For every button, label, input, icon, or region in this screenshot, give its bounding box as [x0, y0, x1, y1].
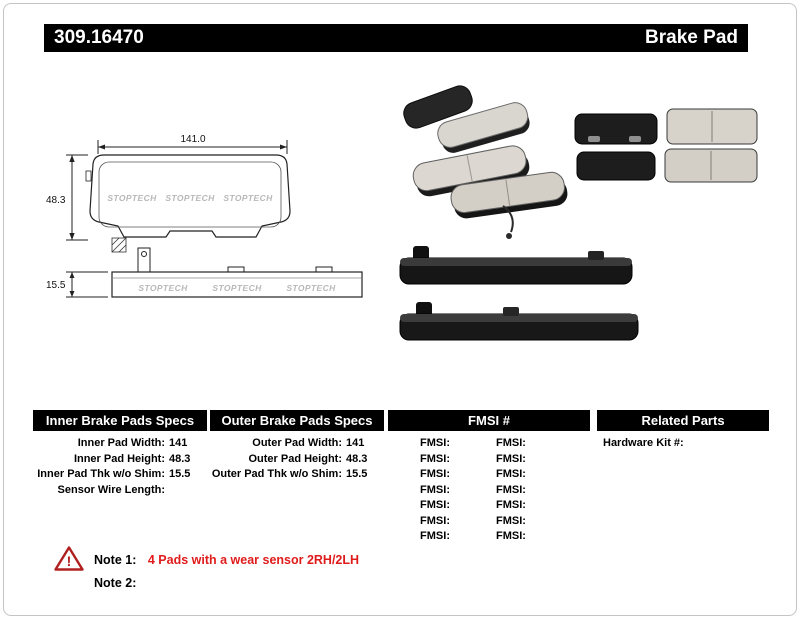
- spec-value: 15.5: [169, 468, 191, 480]
- note-1-text: 4 Pads with a wear sensor 2RH/2LH: [147, 553, 360, 567]
- fmsi-label: FMSI:: [420, 514, 450, 527]
- table-row: FMSI: FMSI:: [388, 498, 590, 514]
- side-view-drawing: STOPTECH STOPTECH STOPTECH: [111, 247, 363, 298]
- arrow-up-icon: [69, 155, 75, 162]
- spec-value: 48.3: [169, 452, 191, 465]
- arrow-right-icon: [280, 144, 287, 150]
- fmsi-label: FMSI:: [496, 514, 526, 527]
- table-row: Sensor Wire Length:: [33, 483, 207, 499]
- warning-triangle-icon: !: [54, 546, 84, 571]
- photo-side-view-pads: [399, 246, 639, 341]
- dim-width-label: 141.0: [180, 134, 205, 145]
- sensor-mount-detail: [111, 237, 127, 253]
- fmsi-label: FMSI:: [420, 452, 450, 465]
- spec-label: Outer Pad Thk w/o Shim:: [211, 468, 342, 480]
- dim-thickness-label: 15.5: [46, 280, 66, 291]
- table-row: FMSI: FMSI:: [388, 529, 590, 545]
- note-1: Note 1: 4 Pads with a wear sensor 2RH/2L…: [94, 553, 359, 567]
- note-2-label: Note 2:: [94, 576, 137, 590]
- spec-value: 15.5: [346, 468, 368, 480]
- table-row: FMSI: FMSI:: [388, 514, 590, 530]
- technical-drawing: 141.0 48.3 STOPTECH STOPTECH STOPTECH: [46, 134, 363, 298]
- fmsi-header: FMSI #: [388, 410, 590, 431]
- brand-logo: STOPTECH: [286, 283, 336, 293]
- fmsi-label: FMSI:: [496, 530, 526, 542]
- photo-flat-pad-set: [574, 108, 758, 183]
- table-row: FMSI: FMSI:: [388, 452, 590, 468]
- inner-specs-header: Inner Brake Pads Specs: [33, 410, 207, 431]
- fmsi-label: FMSI:: [496, 437, 526, 449]
- fmsi-label: FMSI:: [496, 452, 526, 465]
- dim-height: [66, 154, 88, 241]
- fmsi-label: FMSI:: [420, 468, 450, 480]
- spec-label: Outer Pad Height:: [248, 452, 342, 465]
- table-row: Outer Pad Height: 48.3: [210, 452, 384, 468]
- brand-logo: STOPTECH: [165, 193, 215, 203]
- related-part-label: Hardware Kit #:: [603, 437, 684, 449]
- arrow-down-icon: [69, 233, 75, 240]
- table-row: Inner Pad Width: 141: [33, 436, 207, 452]
- spec-label: Outer Pad Width:: [252, 437, 342, 449]
- fmsi-label: FMSI:: [496, 468, 526, 480]
- related-parts-table: Related Parts Hardware Kit #:: [597, 410, 769, 452]
- note-1-label: Note 1:: [94, 553, 137, 567]
- spec-label: Inner Pad Thk w/o Shim:: [37, 468, 165, 480]
- brand-logo: STOPTECH: [223, 193, 273, 203]
- spec-value: 141: [346, 437, 365, 449]
- product-type: Brake Pad: [645, 27, 738, 48]
- related-parts-header: Related Parts: [597, 410, 769, 431]
- product-photos: [399, 85, 758, 341]
- spec-label: Inner Pad Width:: [77, 437, 165, 449]
- table-row: Inner Pad Height: 48.3: [33, 452, 207, 468]
- table-row: Hardware Kit #:: [597, 436, 769, 452]
- dim-height-label: 48.3: [46, 195, 66, 206]
- arrow-left-icon: [98, 144, 105, 150]
- table-row: FMSI: FMSI:: [388, 467, 590, 483]
- note-2: Note 2:: [94, 576, 144, 590]
- fmsi-label: FMSI:: [420, 499, 450, 511]
- spec-label: Sensor Wire Length:: [57, 483, 165, 496]
- fmsi-label: FMSI:: [420, 530, 450, 542]
- outer-specs-header: Outer Brake Pads Specs: [210, 410, 384, 431]
- spec-label: Inner Pad Height:: [73, 452, 165, 465]
- brand-logo: STOPTECH: [138, 283, 188, 293]
- inner-specs-table: Inner Brake Pads Specs Inner Pad Width: …: [33, 410, 207, 498]
- spec-value: 141: [169, 437, 188, 449]
- arrow-down-icon: [69, 291, 75, 297]
- table-row: FMSI: FMSI:: [388, 436, 590, 452]
- wear-sensor-wire: [502, 205, 514, 233]
- spec-value: 48.3: [346, 452, 368, 465]
- fmsi-table: FMSI # FMSI: FMSI: FMSI: FMSI: FMSI: FMS…: [388, 410, 590, 545]
- table-row: Outer Pad Width: 141: [210, 436, 384, 452]
- svg-text:!: !: [67, 553, 72, 569]
- photo-angled-pad-set: [403, 85, 568, 239]
- fmsi-label: FMSI:: [496, 499, 526, 511]
- front-view-drawing: STOPTECH STOPTECH STOPTECH: [85, 154, 291, 238]
- brand-logo: STOPTECH: [212, 283, 262, 293]
- table-row: FMSI: FMSI:: [388, 483, 590, 499]
- fmsi-label: FMSI:: [420, 437, 450, 449]
- arrow-up-icon: [69, 272, 75, 278]
- spec-value: [165, 483, 207, 499]
- fmsi-label: FMSI:: [420, 483, 450, 496]
- part-number: 309.16470: [54, 27, 144, 48]
- brand-logo: STOPTECH: [107, 193, 157, 203]
- fmsi-label: FMSI:: [496, 483, 526, 496]
- outer-specs-table: Outer Brake Pads Specs Outer Pad Width: …: [210, 410, 384, 483]
- table-row: Inner Pad Thk w/o Shim: 15.5: [33, 467, 207, 483]
- title-bar: 309.16470 Brake Pad: [44, 24, 748, 52]
- table-row: Outer Pad Thk w/o Shim: 15.5: [210, 467, 384, 483]
